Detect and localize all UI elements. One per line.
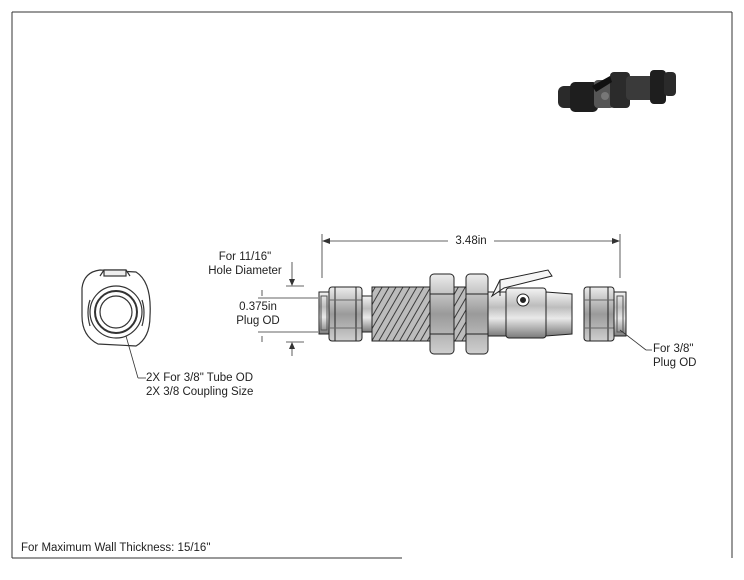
dimension-lines: [125, 234, 652, 379]
plug-od-label: Plug OD: [236, 315, 280, 327]
hole-note-line2: Hole Diameter: [208, 265, 282, 277]
side-view-assembly: [318, 269, 627, 355]
right-plug-note-line2: Plug OD: [653, 357, 697, 369]
tube-od-note: 2X For 3/8" Tube OD: [146, 372, 253, 384]
wall-thickness-note: For Maximum Wall Thickness: 15/16": [21, 542, 211, 554]
hole-note-line1: For 11/16": [218, 251, 272, 263]
plug-od-dimension: 0.375in: [239, 301, 277, 313]
frame: [11, 11, 733, 559]
right-plug-note-line1: For 3/8": [653, 343, 694, 355]
isometric-view-thumbnail: [558, 70, 676, 112]
end-view: [81, 269, 151, 347]
coupling-size-note: 2X 3/8 Coupling Size: [146, 386, 254, 398]
overall-length-dimension: 3.48in: [448, 234, 494, 248]
